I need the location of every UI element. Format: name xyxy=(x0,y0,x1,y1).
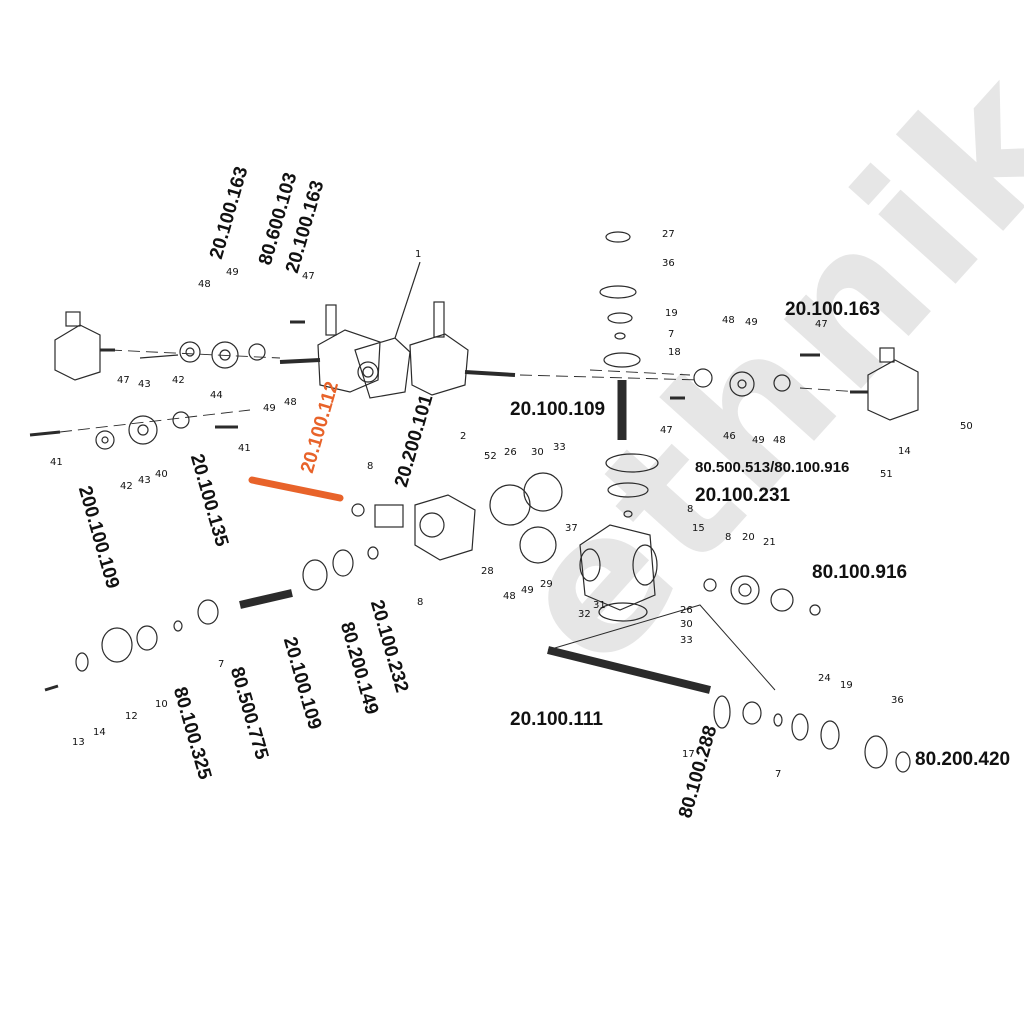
index-number: 8 xyxy=(725,532,732,543)
seal-rings xyxy=(489,472,821,622)
index-number: 7 xyxy=(668,329,675,340)
flange-group-right xyxy=(670,353,820,400)
index-number: 41 xyxy=(50,457,63,468)
index-number: 19 xyxy=(840,680,853,691)
gearbox-right-small xyxy=(850,347,919,421)
index-number: 49 xyxy=(521,585,534,596)
index-number: 47 xyxy=(117,375,130,386)
index-number: 48 xyxy=(722,315,735,326)
gearbox-left-small xyxy=(54,311,115,381)
index-number: 26 xyxy=(680,605,693,616)
index-number: 30 xyxy=(531,447,544,458)
index-number: 15 xyxy=(692,523,705,534)
index-number: 43 xyxy=(138,379,151,390)
index-number: 33 xyxy=(553,442,566,453)
leader-lines xyxy=(547,604,776,691)
index-number: 48 xyxy=(284,397,297,408)
index-number: 40 xyxy=(155,469,168,480)
index-number: 7 xyxy=(218,659,225,670)
highlighted-shaft xyxy=(248,476,344,502)
part-number-label: 80.100.916 xyxy=(812,562,908,583)
alignment-lines xyxy=(59,349,861,433)
index-number: 8 xyxy=(367,461,374,472)
index-number: 2 xyxy=(460,431,467,442)
index-number: 42 xyxy=(120,481,133,492)
index-number: 42 xyxy=(172,375,185,386)
index-number: 48 xyxy=(503,591,516,602)
index-number: 50 xyxy=(960,421,973,432)
gearbox-assembly-main xyxy=(279,261,516,399)
index-number: 29 xyxy=(540,579,553,590)
index-number: 47 xyxy=(660,425,673,436)
part-number-label: 20.100.163 xyxy=(785,299,881,320)
part-number-label: 80.200.420 xyxy=(915,749,1011,770)
flange-group-upper-left xyxy=(139,320,305,369)
index-number: 10 xyxy=(155,699,168,710)
index-number: 13 xyxy=(72,737,85,748)
bearing-stack-lower-left xyxy=(44,546,379,692)
long-shaft xyxy=(547,646,711,694)
index-number: 17 xyxy=(682,749,695,760)
index-number: 33 xyxy=(680,635,693,646)
gearbox-housing-2 xyxy=(351,494,476,561)
index-number: 48 xyxy=(198,279,211,290)
index-number: 28 xyxy=(481,566,494,577)
index-number: 32 xyxy=(578,609,591,620)
index-number: 20 xyxy=(742,532,755,543)
index-number: 52 xyxy=(484,451,497,462)
index-number: 49 xyxy=(752,435,765,446)
index-number: 47 xyxy=(302,271,315,282)
index-number: 44 xyxy=(210,390,223,401)
index-number: 14 xyxy=(898,446,911,457)
index-number: 30 xyxy=(680,619,693,630)
index-number: 49 xyxy=(745,317,758,328)
gearbox-housing-15 xyxy=(579,524,658,611)
index-number: 31 xyxy=(593,600,606,611)
index-number: 26 xyxy=(504,447,517,458)
index-number: 19 xyxy=(665,308,678,319)
flange-group-lower-left xyxy=(29,411,238,450)
index-number: 51 xyxy=(880,469,893,480)
index-number: 8 xyxy=(417,597,424,608)
part-number-label: 80.500.513/80.100.916 xyxy=(695,459,850,476)
index-number: 48 xyxy=(773,435,786,446)
index-number: 8 xyxy=(687,504,694,515)
index-number: 36 xyxy=(662,258,675,269)
index-number: 43 xyxy=(138,475,151,486)
index-number: 24 xyxy=(818,673,831,684)
part-number-label: 20.100.109 xyxy=(510,399,606,420)
index-number: 18 xyxy=(668,347,681,358)
part-number-label: 20.100.231 xyxy=(695,485,791,506)
index-number: 14 xyxy=(93,727,106,738)
index-number: 49 xyxy=(263,403,276,414)
index-number: 46 xyxy=(723,431,736,442)
index-number: 41 xyxy=(238,443,251,454)
index-number: 21 xyxy=(763,537,776,548)
index-number: 12 xyxy=(125,711,138,722)
vertical-shaft-stack xyxy=(599,231,659,518)
index-number: 1 xyxy=(415,249,422,260)
index-number: 7 xyxy=(775,769,782,780)
index-number: 47 xyxy=(815,319,828,330)
bearing-stack-lower-right xyxy=(713,695,911,773)
index-number: 37 xyxy=(565,523,578,534)
index-number: 49 xyxy=(226,267,239,278)
part-number-label: 20.100.111 xyxy=(510,709,603,730)
index-number: 27 xyxy=(662,229,675,240)
index-number: 36 xyxy=(891,695,904,706)
